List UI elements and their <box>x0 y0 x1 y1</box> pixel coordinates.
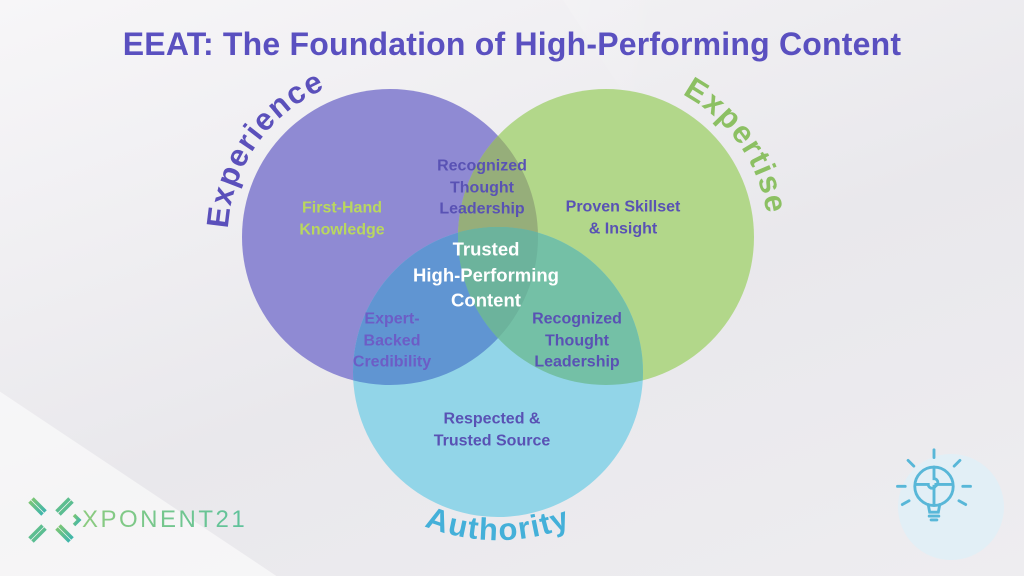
expertise-region-text: Proven Skillset & Insight <box>565 198 681 237</box>
experience-region-text: First-Hand Knowledge <box>299 199 385 238</box>
experience-authority-overlap-text: Expert- Backed Credibility <box>352 310 432 371</box>
expertise-authority-overlap-text: Recognized Thought Leadership <box>532 310 622 371</box>
xponent-x-icon <box>28 497 82 543</box>
authority-region-text: Respected & Trusted Source <box>433 410 551 449</box>
lightbulb-puzzle-icon <box>896 448 972 522</box>
logo: XPONENT21 <box>26 495 247 545</box>
slide-title: EEAT: The Foundation of High-Performing … <box>122 26 902 62</box>
center-region-text: Trusted High-Performing Content <box>413 238 559 311</box>
experience-expertise-overlap-text: Recognized Thought Leadership <box>437 157 527 218</box>
lightbulb-badge <box>896 448 1004 560</box>
logo-text: XPONENT21 <box>82 506 248 533</box>
